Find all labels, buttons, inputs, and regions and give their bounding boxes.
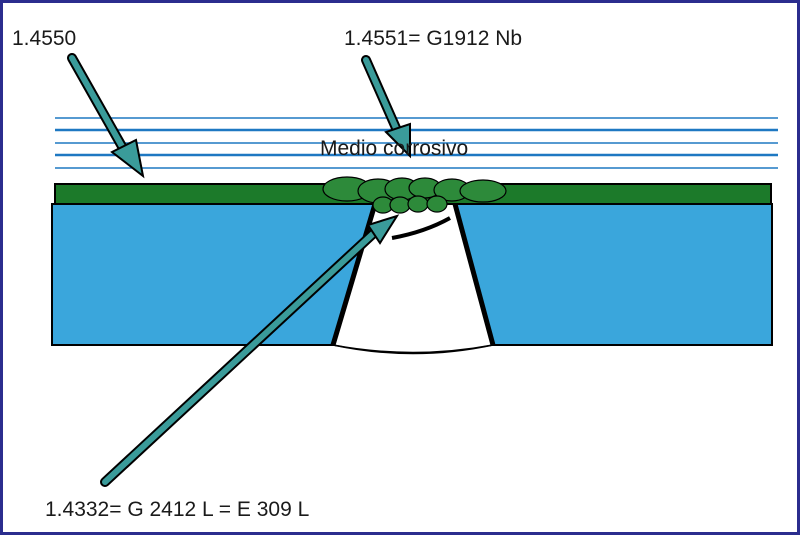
arrow-to-weld-top-icon [361,55,411,159]
label-weld-root-material: 1.4332= G 2412 L = E 309 L [45,498,310,521]
label-corrosive-medium: Medio corrosivo [320,137,469,160]
weld-root-arc [332,344,494,355]
bead [389,196,411,214]
bead [426,195,448,213]
groove-edge-right [452,203,496,346]
annotation-arrows [67,53,411,487]
weld-bead [322,176,507,214]
corrosive-medium-lines [55,117,778,169]
bead [407,195,429,213]
weld-inner-arc [391,216,451,240]
arrow-to-plate-icon [67,53,145,179]
bead [459,179,507,203]
arrow-to-weld-root-icon [100,214,400,487]
label-plate-material: 1.4550 [12,27,77,50]
label-weld-top-material: 1.4551= G1912 Nb [344,27,523,50]
groove-edge-left [330,203,378,346]
